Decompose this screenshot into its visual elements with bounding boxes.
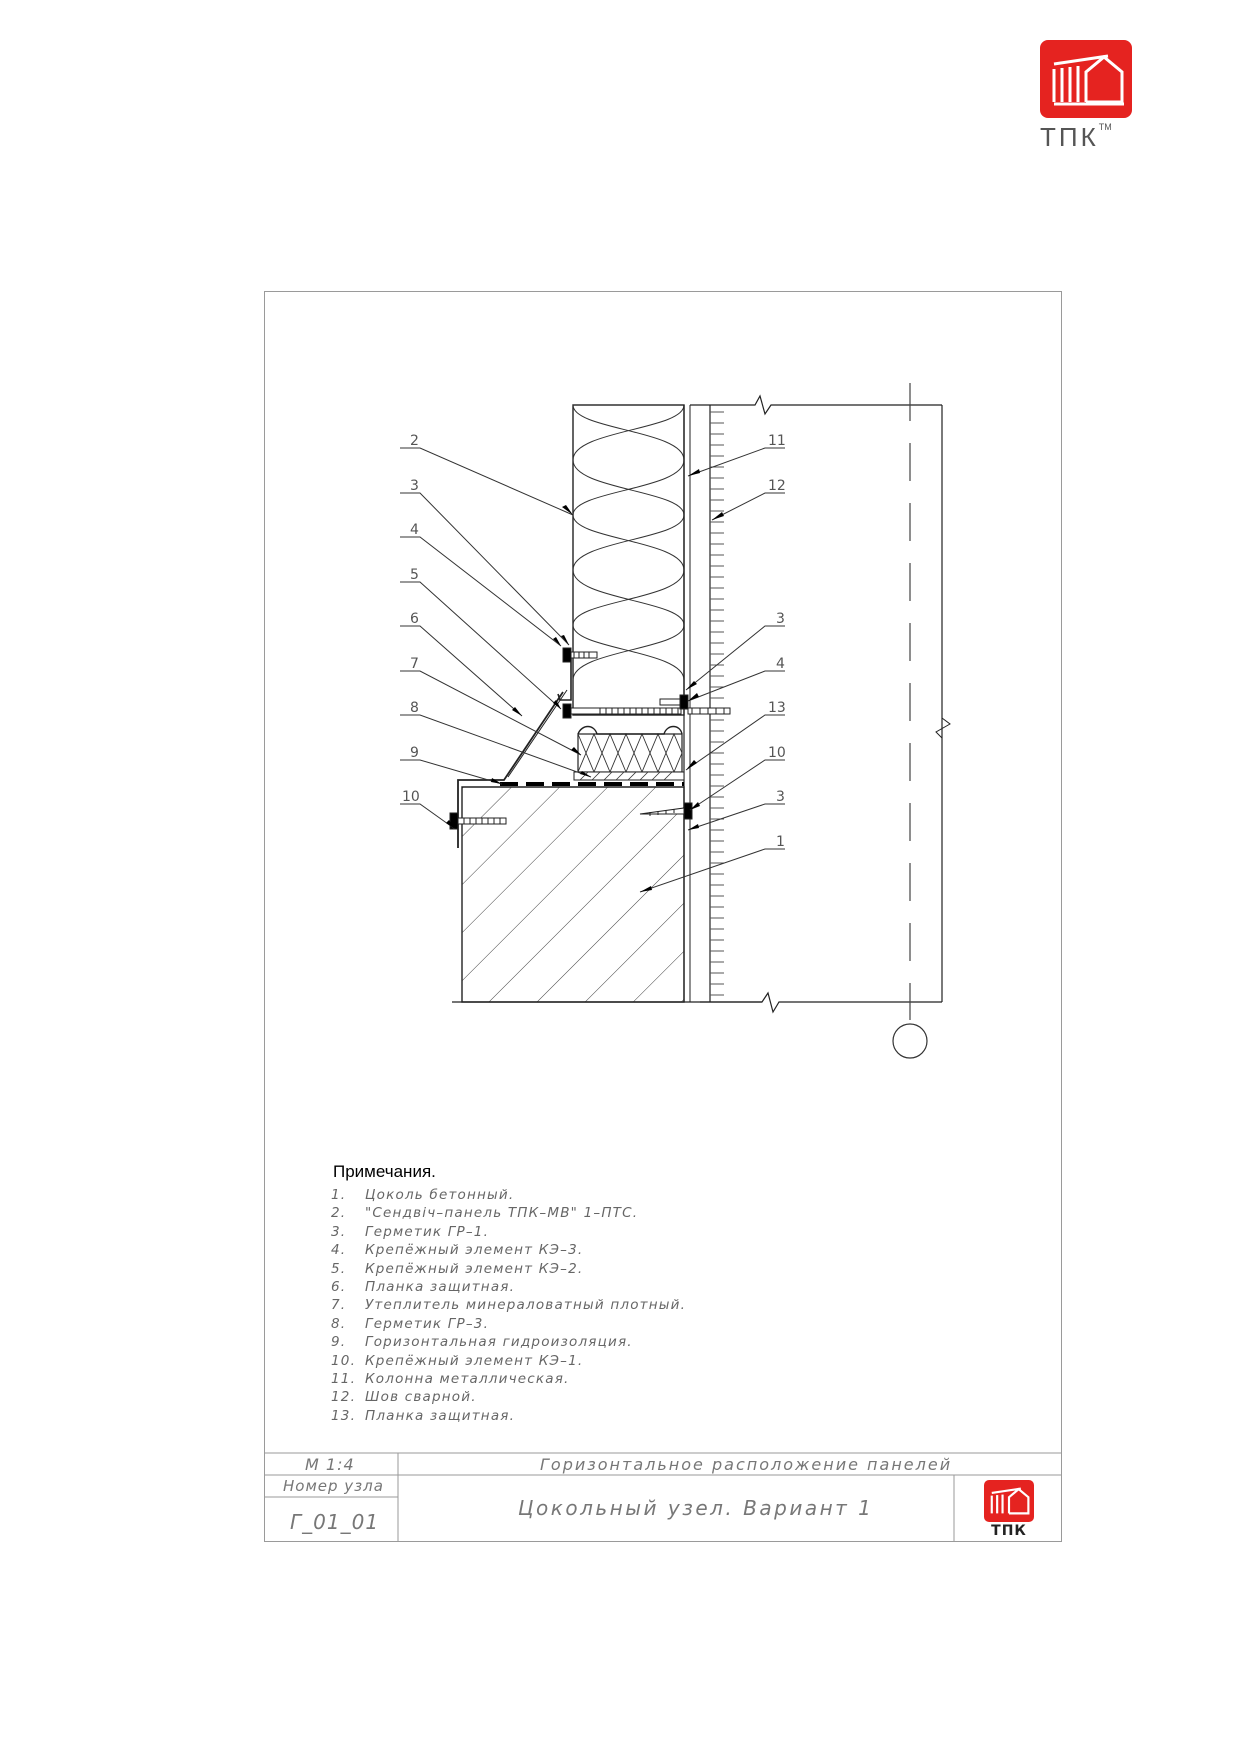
sandwich-panel [572,404,685,716]
note-item: 6.Планка защитная. [331,1278,516,1295]
section-title: Горизонтальное расположение панелей [540,1455,953,1474]
node-number-label: Номер узла [283,1477,384,1495]
title-block-logo-text: ТПК [991,1523,1027,1539]
callout-number: 10 [768,745,786,761]
note-item: 9.Горизонтальная гидроизоляция. [331,1334,633,1351]
note-item: 5.Крепёжный элемент КЭ–2. [331,1260,584,1277]
callout-number: 4 [410,522,419,538]
callout-arrows-left [446,505,591,829]
fastener-ke3-right [659,694,731,715]
callout-leaders-left [400,447,592,830]
panel-insulation-pattern [572,404,685,681]
callout-number: 2 [410,433,419,449]
fastener-ke1-left [449,812,507,830]
callout-number: 5 [410,567,419,583]
callout-number: 9 [410,745,419,761]
callout-number: 8 [410,700,419,716]
callout-number: 11 [768,433,786,449]
callout-number: 3 [410,478,419,494]
note-item: 12.Шов сварной. [331,1389,477,1406]
note-item: 11.Колонна металлическая. [331,1370,570,1387]
scale-label: М 1:4 [305,1455,355,1474]
callout-number: 6 [410,611,419,627]
callout-number: 4 [776,656,785,672]
callout-number: 7 [410,656,419,672]
fastener-ke2-left [562,703,682,719]
note-item: 13.Планка защитная. [331,1407,516,1424]
note-item: 4.Крепёжный элемент КЭ–3. [331,1242,584,1259]
node-number: Г_01_01 [290,1510,380,1534]
callout-number: 10 [402,789,420,805]
drawing-frame [264,291,1062,1542]
notes-title: Примечания. [333,1162,436,1181]
callout-leaders-right [639,447,785,893]
callout-numbers-right: 11 12 3 4 13 10 3 1 [768,433,786,850]
callout-numbers-left: 2 3 4 5 6 7 8 9 10 [402,433,420,805]
fastener-ke1-right [639,802,693,820]
callout-arrows-right [640,469,724,892]
callout-number: 13 [768,700,786,716]
axis-marker [892,1023,928,1059]
note-item: 2."Сендвіч–панель ТПК–МВ" 1–ПТС. [331,1205,639,1222]
drawing-title: Цокольный узел. Вариант 1 [518,1496,874,1520]
brand-logo: ТПКTM [1040,40,1140,152]
note-item: 10.Крепёжный элемент КЭ–1. [331,1352,584,1369]
logo-house-icon [1040,40,1132,118]
fastener-ke3-left [562,647,598,663]
note-item: 8.Герметик ГР–3. [331,1315,490,1332]
callout-number: 3 [776,611,785,627]
callout-number: 3 [776,789,785,805]
column-scale-ticks [710,411,724,996]
note-item: 1.Цоколь бетонный. [331,1187,515,1203]
sealant-gr3 [573,771,685,781]
base-node-detail-drawing: 2 3 4 5 6 7 8 9 10 11 12 3 4 13 10 3 1 [400,383,951,1059]
logo-house-icon [984,1480,1034,1522]
note-item: 7.Утеплитель минераловатный плотный. [331,1297,687,1314]
note-item: 3.Герметик ГР–1. [331,1223,490,1240]
logo-text: ТПКTM [1040,122,1112,152]
callout-number: 1 [776,834,785,850]
notes-list: 1.Цоколь бетонный. 2."Сендвіч–панель ТПК… [331,1186,686,1425]
title-block-logo: ТПК [982,1480,1036,1540]
callout-number: 12 [768,478,786,494]
